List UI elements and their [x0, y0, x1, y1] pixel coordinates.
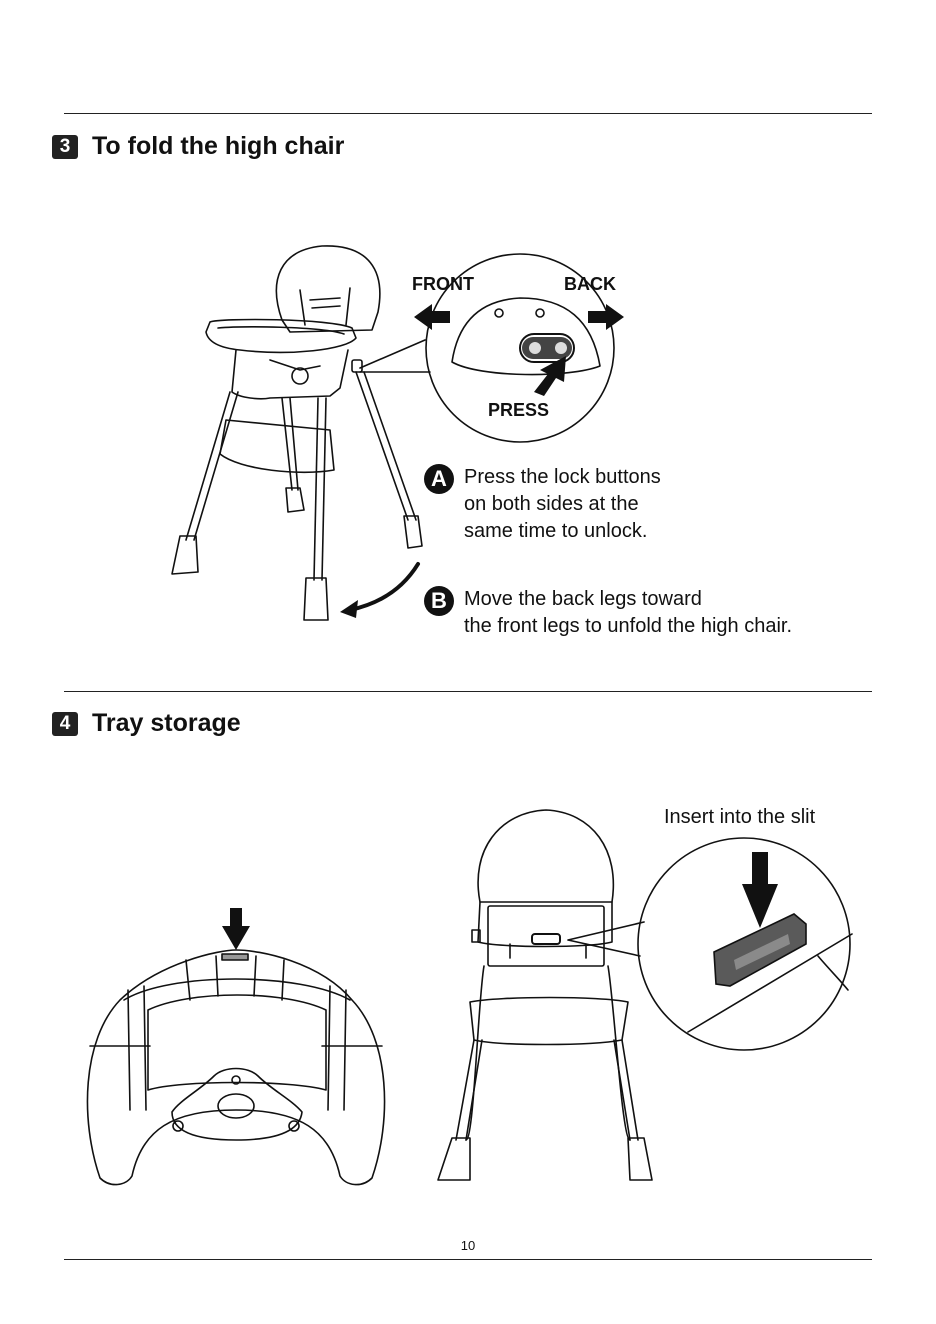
tray-outline: [87, 950, 384, 1185]
bottom-rule: [64, 1259, 872, 1260]
chair-back-cushion: [478, 810, 613, 902]
arrow-down-icon: [742, 852, 778, 928]
tray-crotch-post: [172, 1069, 302, 1141]
insert-slit-callout: Insert into the slit: [664, 806, 815, 829]
arrow-down-icon: [222, 908, 250, 950]
page-number: 10: [0, 1238, 936, 1253]
storage-slit: [532, 934, 560, 944]
